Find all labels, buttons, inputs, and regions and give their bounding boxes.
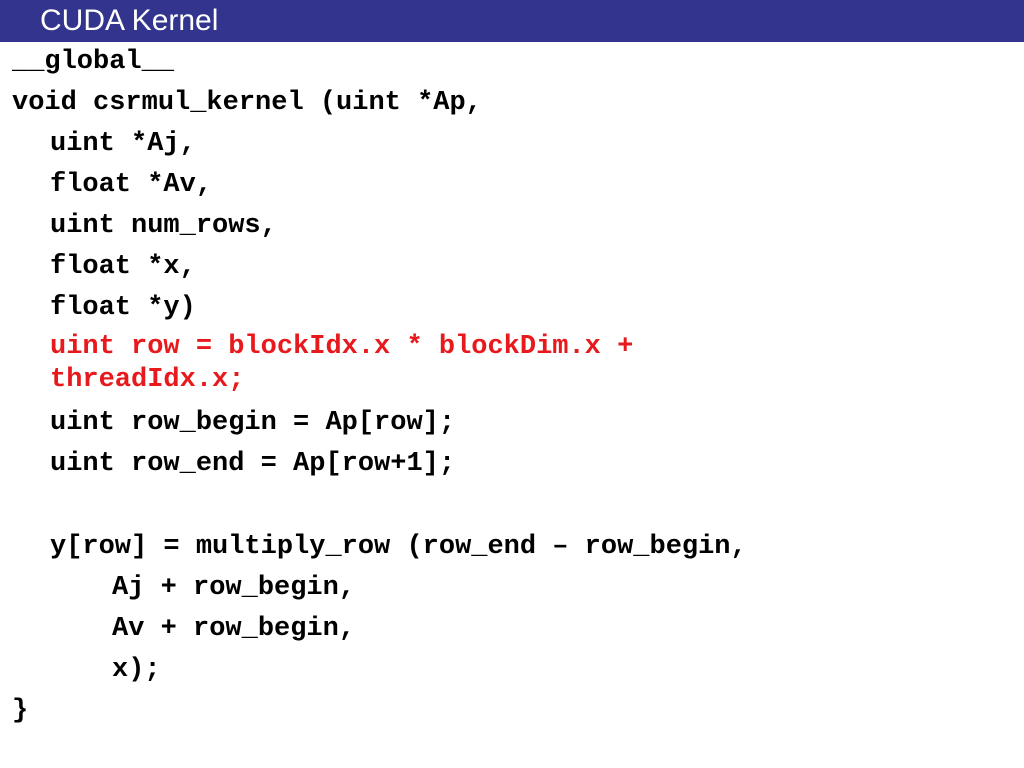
code-line: uint *Aj,	[50, 129, 196, 159]
code-line: Av + row_begin,	[112, 614, 356, 644]
code-line: __global__	[12, 47, 175, 77]
code-line: float *Av,	[50, 170, 213, 200]
code-line: y[row] = multiply_row (row_end – row_beg…	[50, 532, 747, 562]
code-line: uint row_end = Ap[row+1];	[50, 449, 456, 479]
code-line: uint num_rows,	[50, 211, 277, 241]
highlighted-code-line: uint row = blockIdx.x * blockDim.x + thr…	[50, 332, 650, 395]
code-line: }	[12, 696, 29, 726]
code-block: __global__ void csrmul_kernel (uint *Ap,…	[12, 44, 830, 734]
code-line: x);	[112, 655, 161, 685]
slide-title: CUDA Kernel	[40, 4, 219, 37]
code-line: Aj + row_begin,	[112, 573, 356, 603]
code-line: float *y)	[50, 293, 196, 323]
blank-line	[12, 487, 830, 529]
code-line: void csrmul_kernel (uint *Ap,	[12, 88, 482, 118]
code-line: uint row_begin = Ap[row];	[50, 408, 456, 438]
title-bar: CUDA Kernel	[0, 0, 1024, 42]
code-line: float *x,	[50, 252, 196, 282]
